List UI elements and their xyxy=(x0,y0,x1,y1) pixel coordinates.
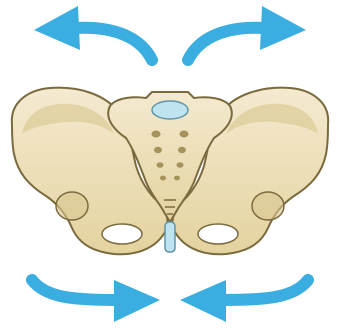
pelvis-icon xyxy=(12,88,328,255)
top-right-arrow-icon xyxy=(188,6,306,60)
top-left-arrow-icon xyxy=(34,6,152,60)
pubic-symphysis xyxy=(165,222,175,252)
bottom-right-arrow-icon xyxy=(180,280,308,322)
bottom-left-arrow-icon xyxy=(32,280,160,322)
intervertebral-disc xyxy=(152,101,188,119)
